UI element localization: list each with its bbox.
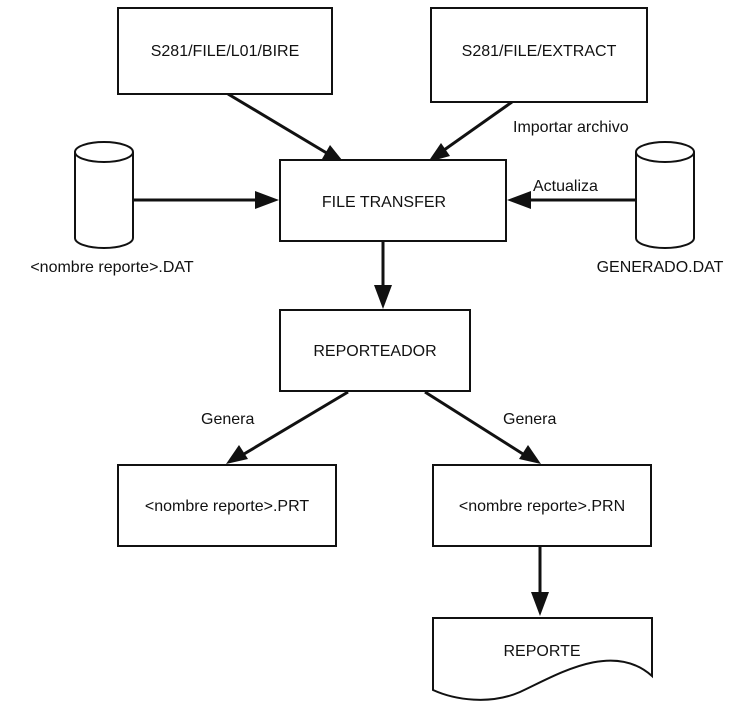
arrowhead-filetransfer-east <box>507 191 531 209</box>
edge-reporteador-to-prt <box>243 390 349 456</box>
cylinder-generado-top <box>635 141 695 163</box>
arrowhead-reporte <box>531 592 549 616</box>
node-file-transfer-label: FILE TRANSFER <box>322 194 446 211</box>
database-generado-dat <box>635 141 695 249</box>
node-reporteador-label: REPORTEADOR <box>313 343 436 360</box>
node-reporteador: REPORTEADOR <box>279 309 471 392</box>
node-output-prn: <nombre reporte>.PRN <box>432 464 652 547</box>
node-output-prt-label: <nombre reporte>.PRT <box>145 498 309 515</box>
node-file-transfer: FILE TRANSFER <box>279 159 507 242</box>
cylinder-generado-body <box>635 152 695 249</box>
arrowhead-filetransfer-west <box>255 191 279 209</box>
arrowhead-prn <box>519 445 541 464</box>
node-output-prn-label: <nombre reporte>.PRN <box>459 498 625 515</box>
node-output-prt: <nombre reporte>.PRT <box>117 464 337 547</box>
edge-label-genera-left: Genera <box>201 411 254 428</box>
document-shape <box>432 617 653 701</box>
node-source-bire: S281/FILE/L01/BIRE <box>117 7 333 95</box>
arrowhead-prt <box>226 445 248 464</box>
edge-extract-to-filetransfer <box>436 100 513 157</box>
node-reporte-label: REPORTE <box>503 643 580 660</box>
edge-label-genera-right: Genera <box>503 411 556 428</box>
node-source-bire-label: S281/FILE/L01/BIRE <box>151 43 300 60</box>
database-input-dat <box>74 141 134 249</box>
connectors <box>133 92 636 616</box>
cylinder-input-body <box>74 152 134 249</box>
arrowhead-filetransfer-right <box>428 143 450 162</box>
edge-label-actualiza: Actualiza <box>533 178 598 195</box>
database-generado-dat-label: GENERADO.DAT <box>597 259 724 276</box>
cylinder-input-top <box>74 141 134 163</box>
edge-bire-to-filetransfer <box>227 92 336 160</box>
arrowhead-reporteador <box>374 285 392 309</box>
edge-reporteador-to-prn <box>424 390 524 456</box>
database-input-dat-label: <nombre reporte>.DAT <box>30 259 194 276</box>
edge-label-importar: Importar archivo <box>513 119 629 136</box>
node-source-extract-label: S281/FILE/EXTRACT <box>462 43 617 60</box>
node-reporte-document: REPORTE <box>432 617 653 701</box>
node-source-extract: S281/FILE/EXTRACT <box>430 7 648 103</box>
